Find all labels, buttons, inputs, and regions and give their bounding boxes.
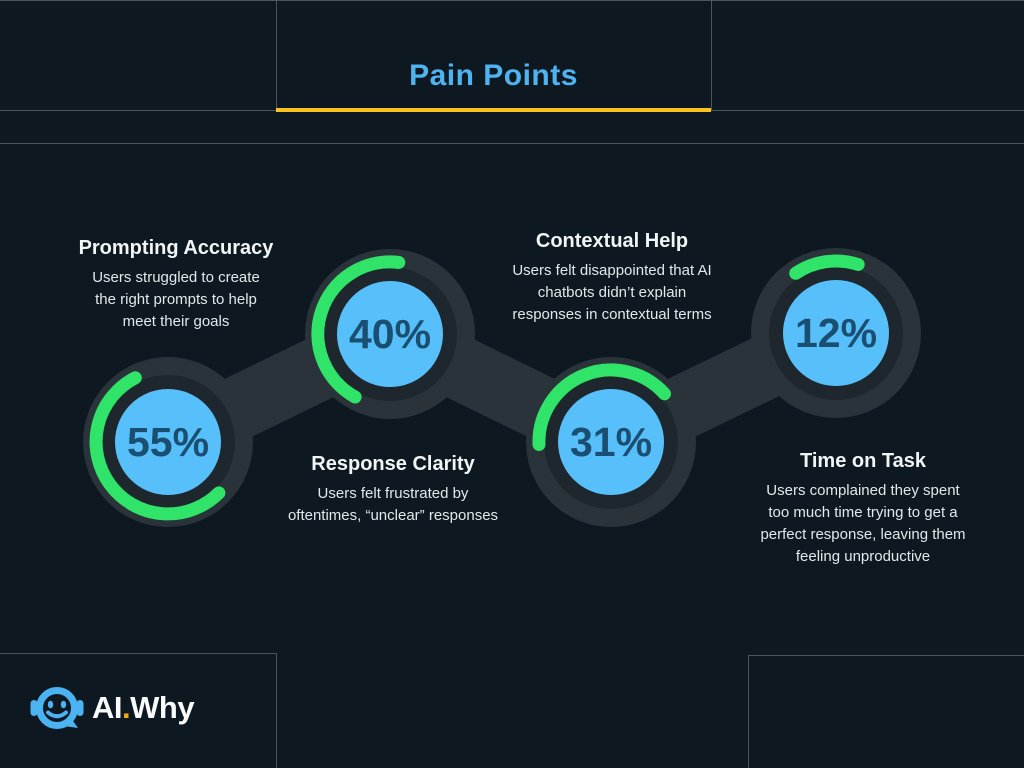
brand-dot: .	[122, 690, 131, 725]
page-title: Pain Points	[409, 59, 578, 92]
robot-face-icon	[30, 687, 84, 729]
stat-value-prompting-accuracy: 55%	[126, 419, 210, 465]
stat-description: Users complained they spent too much tim…	[760, 482, 966, 565]
stat-block-response-clarity: Response Clarity Users felt frustrated b…	[268, 452, 518, 527]
title-box-left-border	[276, 0, 277, 110]
stat-heading: Time on Task	[800, 450, 926, 472]
stat-description: Users struggled to create the right prom…	[92, 269, 260, 330]
title-box-right-border	[711, 0, 712, 110]
stat-heading: Prompting Accuracy	[78, 237, 274, 259]
brand-logo: AI.Why	[30, 682, 260, 740]
frame-line-top	[0, 0, 1024, 1]
footer-right-box	[748, 655, 1024, 768]
stat-block-contextual-help: Contextual Help Users felt disappointed …	[492, 229, 732, 326]
stat-heading: Response Clarity	[311, 453, 475, 475]
stat-block-prompting-accuracy: Prompting Accuracy Users struggled to cr…	[56, 236, 296, 333]
stat-circle-response-clarity	[305, 249, 475, 419]
brand-secondary: Why	[130, 690, 195, 725]
stat-value-time-on-task: 12%	[794, 310, 878, 356]
stat-circle-prompting-accuracy	[83, 357, 253, 527]
footer-left-box	[0, 653, 277, 768]
brand-primary: AI	[92, 690, 123, 725]
stat-description: Users felt frustrated by oftentimes, “un…	[287, 485, 499, 524]
stat-value-contextual-help: 31%	[569, 419, 653, 465]
stat-circle-contextual-help	[526, 357, 696, 527]
stat-value-response-clarity: 40%	[348, 311, 432, 357]
stat-circle-time-on-task	[751, 248, 921, 418]
brand-wordmark: AI.Why	[92, 690, 195, 726]
frame-line-band	[0, 143, 1024, 144]
chain-connectors	[154, 304, 850, 471]
stat-description: Users felt disappointed that AI chatbots…	[512, 262, 712, 323]
title-underline-accent	[276, 108, 711, 112]
stat-block-time-on-task: Time on Task Users complained they spent…	[743, 449, 983, 568]
stat-heading: Contextual Help	[535, 230, 689, 252]
